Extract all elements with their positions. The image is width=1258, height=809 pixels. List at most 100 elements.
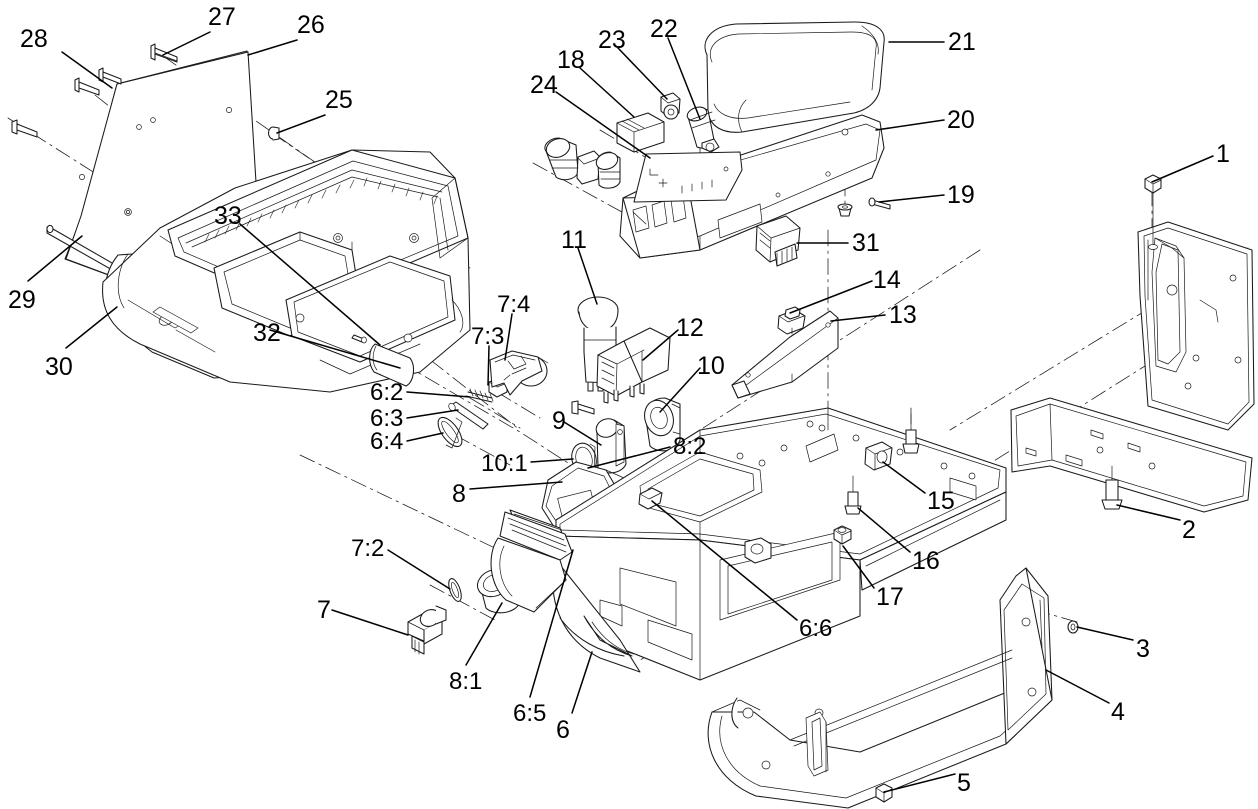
callout-13: 13 (889, 301, 917, 329)
callout-17: 17 (876, 583, 904, 611)
callout-29: 29 (8, 286, 36, 314)
leader-line-7-3 (487, 345, 490, 386)
part-5-nut (875, 783, 893, 803)
callout-7-3: 7:3 (471, 323, 505, 350)
part-28-bolt-a (74, 77, 100, 96)
part-19-screw (868, 197, 891, 210)
callout-14: 14 (873, 266, 901, 294)
part-7-2-washer (448, 578, 462, 602)
leader-line-6-2 (406, 391, 471, 398)
part-31-switch (755, 215, 801, 267)
callout-leader-lines (27, 31, 1214, 793)
part-10-gauge (644, 397, 681, 452)
part-6-4-seal (437, 416, 463, 449)
leader-line-10-1 (530, 458, 574, 463)
part-12-rocker-switch (596, 327, 671, 404)
part-30-left-console (102, 149, 471, 393)
part-16-bolt (844, 475, 862, 515)
callout-6-5: 6:5 (513, 700, 547, 727)
callout-33: 33 (214, 202, 242, 230)
leader-line-2 (1116, 504, 1181, 521)
leader-line-1 (1151, 155, 1214, 183)
part-connectors (544, 137, 621, 189)
leader-line-12 (642, 329, 679, 361)
part-6-3-pin (448, 401, 489, 430)
part-18-decal-plate (633, 151, 743, 203)
callout-15: 15 (927, 487, 955, 515)
leader-line-23 (617, 47, 668, 100)
leader-line-30 (65, 306, 118, 349)
callout-8-2: 8:2 (673, 433, 707, 460)
leader-line-6 (571, 651, 593, 714)
part-right-panel-assembly (1010, 221, 1255, 513)
leader-line-6-3 (406, 409, 459, 419)
callout-8-1: 8:1 (449, 668, 483, 695)
leader-line-20 (875, 119, 945, 131)
callout-25: 25 (325, 86, 353, 114)
part-17-nut (833, 525, 852, 545)
callout-8: 8 (452, 480, 466, 508)
leader-line-19 (878, 194, 945, 203)
leader-line-24 (555, 91, 651, 159)
leader-line-5 (883, 773, 956, 793)
callout-24: 24 (530, 71, 558, 99)
leader-line-14 (789, 280, 873, 314)
leader-line-28 (61, 51, 113, 89)
leader-line-25 (276, 114, 326, 134)
part-22-cylinder (686, 106, 720, 153)
callout-31: 31 (852, 229, 880, 257)
callout-4: 4 (1111, 698, 1125, 726)
leader-line-8-2 (587, 446, 671, 469)
callout-7: 7 (317, 596, 331, 624)
callout-30: 30 (45, 353, 73, 381)
callout-10-1: 10:1 (481, 450, 528, 477)
leader-line-11 (577, 247, 598, 305)
callout-6-2: 6:2 (370, 379, 404, 406)
callout-6-6: 6:6 (799, 615, 833, 642)
callout-11: 11 (561, 226, 587, 254)
leader-line-7-4 (504, 313, 513, 361)
callout-6-3: 6:3 (370, 405, 404, 432)
leader-line-22 (667, 37, 701, 120)
callout-28: 28 (20, 25, 48, 53)
callout-9: 9 (552, 407, 566, 435)
callout-22: 22 (650, 15, 678, 43)
part-13-bracket (731, 310, 839, 399)
part-9-bolt (571, 400, 595, 415)
part-upper-bolt (902, 413, 920, 454)
leader-line-26 (247, 39, 298, 56)
callout-19: 19 (947, 181, 975, 209)
leader-line-18 (579, 67, 635, 118)
part-21-armrest-pad (704, 21, 885, 133)
part-6-main-frame (490, 407, 1007, 681)
leader-line-17 (842, 545, 875, 589)
leader-line-29 (27, 235, 83, 282)
part-20-console-cover (619, 114, 885, 259)
part-2-bolt (1101, 465, 1123, 510)
part-7-4-valve (489, 350, 549, 396)
part-33-screw (351, 334, 367, 344)
callout-2: 2 (1182, 516, 1196, 544)
part-3-grommet (1067, 620, 1079, 634)
leader-line-6-6 (651, 500, 798, 621)
part-23-knob (660, 92, 681, 120)
callout-7-4: 7:4 (497, 291, 531, 318)
callout-5: 5 (957, 769, 971, 797)
part-8-2-housing (595, 418, 627, 474)
leader-line-7 (331, 609, 409, 636)
part-24-block (616, 112, 665, 153)
part-4-right-panel (707, 567, 1053, 809)
callout-27: 27 (208, 3, 236, 31)
part-grommet (837, 203, 853, 217)
leader-line-32 (269, 329, 401, 369)
leader-line-27 (162, 31, 211, 56)
leader-line-7-2 (387, 549, 451, 590)
leader-line-15 (882, 461, 926, 494)
callout-7-2: 7:2 (351, 535, 385, 562)
callout-16: 16 (912, 547, 940, 575)
leader-line-8 (469, 481, 563, 490)
leader-line-4 (1045, 669, 1110, 704)
leader-line-8-1 (465, 602, 503, 666)
